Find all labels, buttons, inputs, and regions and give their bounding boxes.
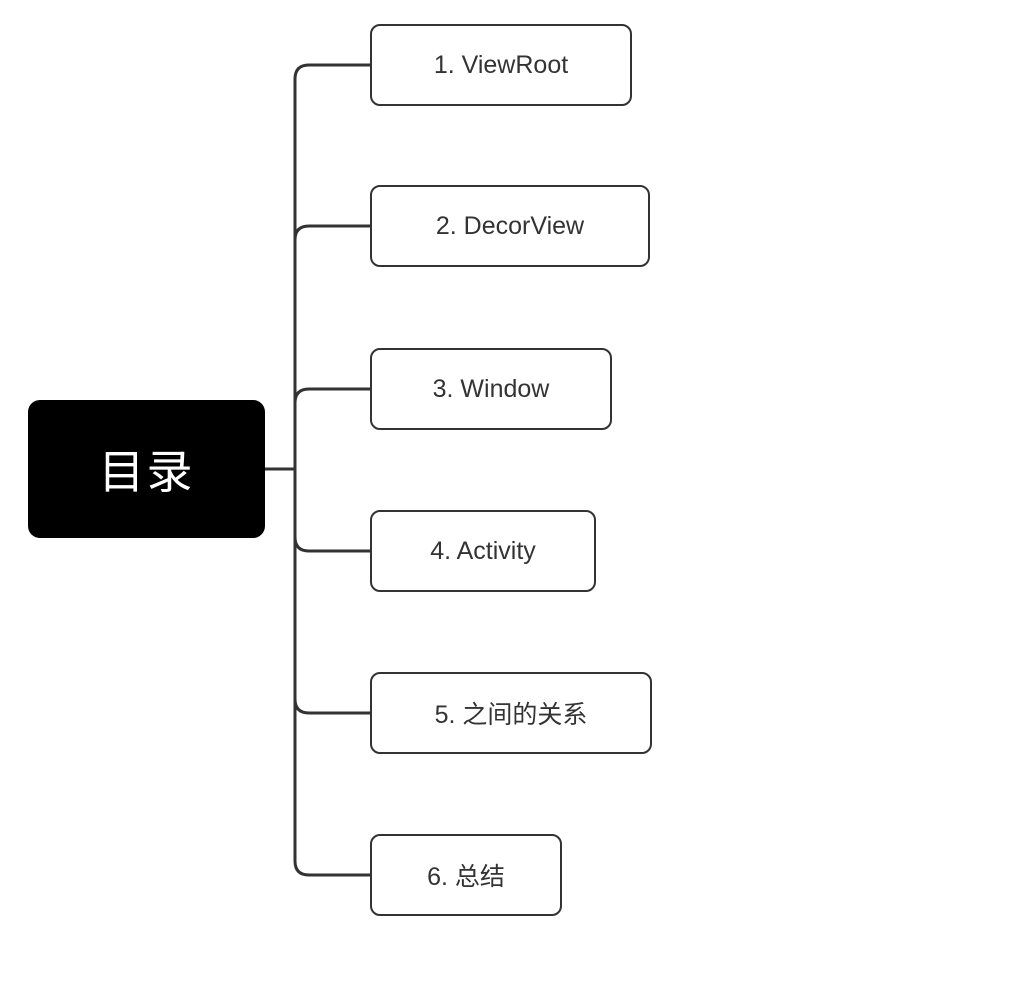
topic-node-label: 2. DecorView	[435, 211, 585, 240]
branch-line-4	[293, 535, 372, 553]
topic-node-activity[interactable]: 4. Activity	[370, 510, 596, 592]
topic-node-viewroot[interactable]: 1. ViewRoot	[370, 24, 632, 106]
topic-node-label: 1. ViewRoot	[433, 50, 569, 79]
topic-node-window[interactable]: 3. Window	[370, 348, 612, 430]
branch-line-5	[293, 697, 372, 715]
topic-node-label: 4. Activity	[430, 536, 536, 565]
trunk-line	[293, 63, 372, 877]
branch-line-2	[293, 224, 372, 242]
topic-node-label: 5. 之间的关系	[434, 701, 588, 729]
topic-node-label: 6. 总结	[427, 863, 505, 891]
topic-node-summary[interactable]: 6. 总结	[370, 834, 562, 916]
topic-node-relationship[interactable]: 5. 之间的关系	[370, 672, 652, 754]
root-node[interactable]: 目录	[28, 400, 265, 538]
branch-line-3	[293, 387, 372, 405]
topic-node-label: 3. Window	[432, 374, 550, 403]
root-node-label: 目录	[98, 446, 195, 498]
topic-node-decorview[interactable]: 2. DecorView	[370, 185, 650, 267]
